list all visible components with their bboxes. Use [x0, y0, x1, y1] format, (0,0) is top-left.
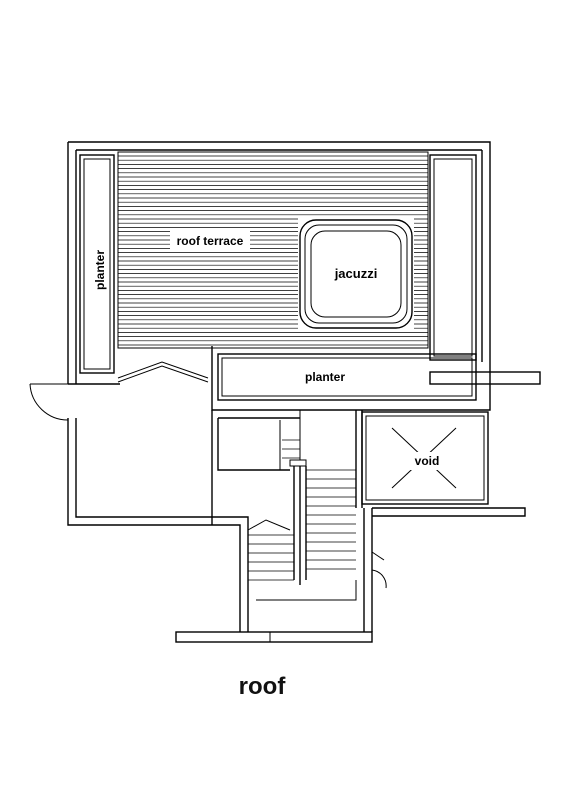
- planter-left-label: planter: [93, 250, 107, 290]
- void-label: void: [415, 454, 440, 468]
- jacuzzi-label: jacuzzi: [334, 266, 378, 281]
- planter-bottom-label: planter: [305, 370, 345, 384]
- planter-bottom: planter: [211, 346, 541, 411]
- plan-caption: roof: [239, 673, 287, 700]
- planter-left: planter: [79, 154, 115, 374]
- planter-right: [429, 154, 477, 361]
- stair-door: [371, 551, 387, 589]
- void: void: [361, 411, 489, 505]
- roof-terrace-deck: roof terrace: [117, 151, 429, 349]
- roof-vent: [117, 361, 209, 383]
- roof-terrace-label: roof terrace: [177, 234, 244, 248]
- interior-walls: [211, 410, 363, 525]
- staircase: [247, 410, 357, 601]
- outer-wall: [67, 141, 526, 632]
- bottom-ledge: [175, 631, 373, 643]
- entry-door: [29, 383, 69, 421]
- jacuzzi: jacuzzi: [298, 218, 414, 330]
